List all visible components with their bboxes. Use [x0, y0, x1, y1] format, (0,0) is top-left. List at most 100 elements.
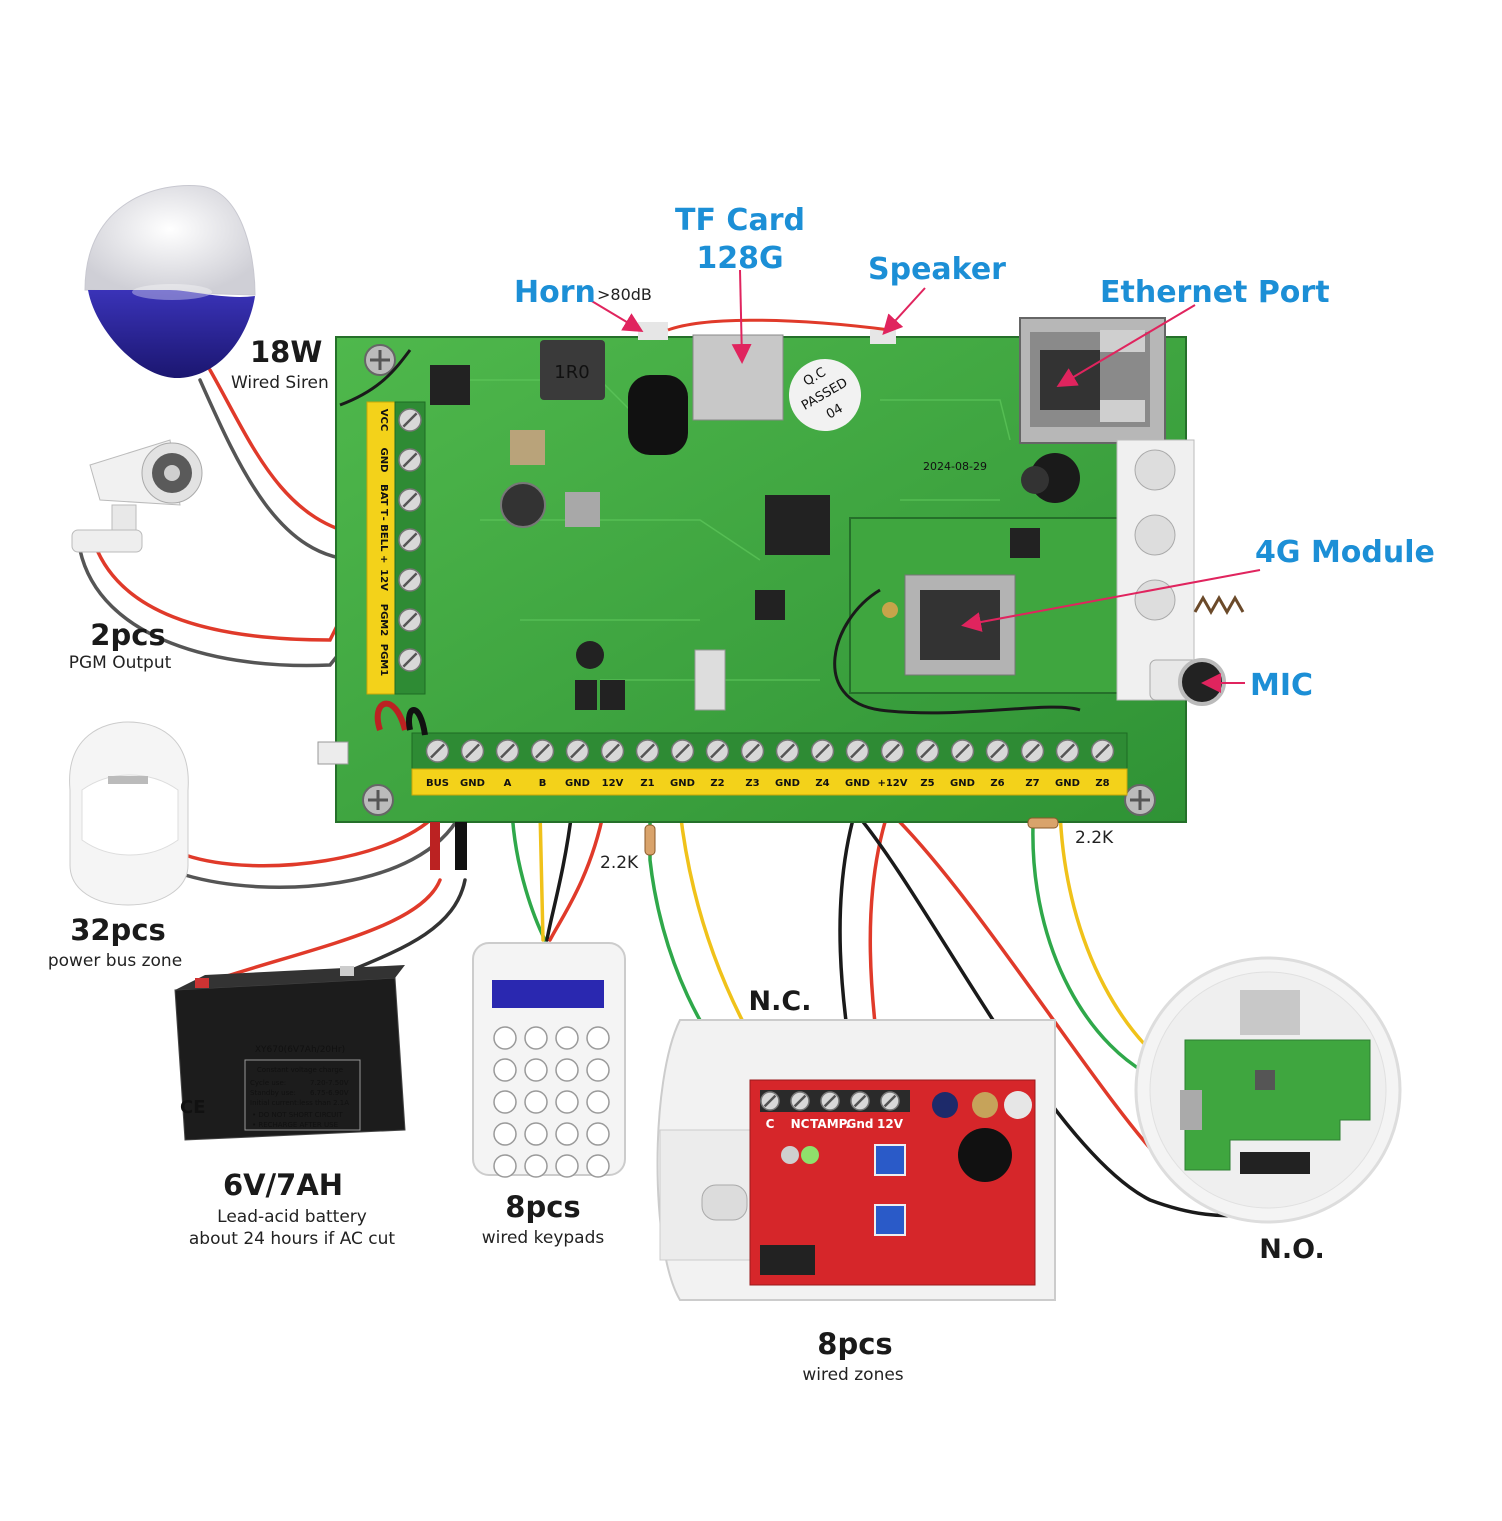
chip — [575, 680, 597, 710]
bus-desc: power bus zone — [48, 951, 182, 971]
wifi-chip — [430, 365, 470, 405]
terminal-screw-icon — [810, 739, 835, 763]
capacitor — [500, 482, 546, 528]
keypad-red-wire — [548, 808, 606, 942]
relay — [694, 649, 726, 711]
main-processor-chip — [765, 495, 830, 555]
detector-terminal-label: C — [766, 1117, 775, 1131]
terminal-screw-icon — [950, 739, 975, 763]
left-terminal-label: VCC — [378, 409, 389, 431]
terminal-screw-icon — [398, 608, 422, 632]
battery-red-wire — [198, 878, 442, 987]
left-terminal-label: PGM2 — [378, 604, 389, 636]
keypad-key-icon — [586, 1026, 610, 1050]
terminal-screw-icon — [530, 739, 555, 763]
pgm-desc: PGM Output — [69, 653, 172, 673]
keypad-key-icon — [493, 1058, 517, 1082]
terminal-screw-icon — [915, 739, 940, 763]
bottom-terminal-label: Z8 — [1095, 778, 1109, 789]
ce-mark: CE — [180, 1097, 206, 1118]
speaker-connector — [870, 330, 896, 344]
pgm-count: 2pcs — [90, 618, 165, 652]
jst-connector — [317, 741, 349, 765]
terminal-screw-icon — [600, 739, 625, 763]
chip — [565, 492, 600, 527]
qc-line: 04 — [824, 401, 846, 422]
chip — [755, 590, 785, 620]
bottom-terminal-label: Z2 — [710, 778, 724, 789]
terminal-screw-icon — [635, 739, 660, 763]
board-date: 2024-08-29 — [923, 460, 987, 473]
battery-model: XY670(6V7Ah/20Hr) — [255, 1045, 345, 1055]
power-inductor — [540, 340, 605, 400]
ethernet-label: Ethernet Port — [1100, 275, 1330, 310]
terminal-screw-icon — [398, 488, 422, 512]
terminal-screw-icon — [740, 739, 765, 763]
battery-desc-2: about 24 hours if AC cut — [189, 1229, 396, 1249]
round-detector-icon — [1134, 956, 1402, 1224]
siren-desc: Wired Siren — [231, 373, 329, 393]
mic-label: MIC — [1250, 668, 1313, 703]
battery-warn2: • RECHARGE AFTER USE — [252, 1121, 338, 1129]
battery-cycle-val: 7.20-7.50V — [310, 1079, 349, 1087]
tf-card-label: TF Card — [675, 203, 805, 238]
keypad-count: 8pcs — [505, 1190, 580, 1224]
spring-antenna-icon — [1193, 594, 1245, 616]
bottom-terminal-label: GND — [1055, 778, 1080, 789]
left-terminal-label: PGM1 — [378, 644, 389, 676]
terminal-screw-icon — [820, 1091, 840, 1111]
chip — [510, 430, 545, 465]
siren-gray-wire — [198, 378, 362, 562]
terminal-screw-icon — [850, 1091, 870, 1111]
detector-terminal-label: 12V — [877, 1117, 904, 1131]
keypad-key-icon — [524, 1090, 548, 1114]
ferrite-coil — [628, 375, 688, 455]
keypad-icon — [472, 942, 626, 1178]
tf-card-capacity: 128G — [696, 241, 783, 276]
zones-desc: wired zones — [802, 1365, 903, 1385]
terminal-screw-icon — [705, 739, 730, 763]
chip — [600, 680, 625, 710]
4g-module — [849, 517, 1121, 694]
terminal-screw-icon — [880, 1091, 900, 1111]
left-terminal-label: 12V — [378, 569, 389, 591]
bottom-terminal-label: Z1 — [640, 778, 654, 789]
control-panel-pcb: 1R0 Q.C PASSED 04 2024-08-29 — [317, 317, 1245, 870]
battery-initial: Initial current:less than 2.1A — [250, 1099, 349, 1107]
terminal-screw-icon — [398, 448, 422, 472]
terminal-screw-icon — [398, 648, 422, 672]
bottom-terminal-label: Z4 — [815, 778, 829, 789]
no-label: N.O. — [1259, 1234, 1324, 1265]
keypad-key-icon — [586, 1154, 610, 1178]
terminal-screw-icon — [985, 739, 1010, 763]
4g-module-label: 4G Module — [1255, 535, 1435, 570]
siren-power: 18W — [250, 335, 322, 369]
capacitor — [576, 641, 604, 669]
board-power-wire — [374, 700, 408, 731]
terminal-screw-icon — [1090, 739, 1115, 763]
terminal-screw-icon — [790, 1091, 810, 1111]
pgm-red-wire — [93, 543, 362, 642]
keypad-key-icon — [586, 1058, 610, 1082]
keypad-key-icon — [555, 1090, 579, 1114]
pgm-horn-icon — [71, 439, 203, 553]
qc-passed-stamp: Q.C PASSED 04 — [789, 359, 861, 431]
keypad-key-icon — [493, 1090, 517, 1114]
bottom-terminal-label: GND — [775, 778, 800, 789]
bottom-terminal-label: Z7 — [1025, 778, 1039, 789]
battery-charge: Constant voltage charge — [257, 1066, 343, 1074]
terminal-screw-icon — [398, 528, 422, 552]
terminal-screw-icon — [760, 1091, 780, 1111]
battery-cycle: Cycle use: — [250, 1079, 286, 1087]
bottom-terminal-label: GND — [845, 778, 870, 789]
antenna-cable — [339, 349, 412, 407]
bottom-terminal-label: GND — [460, 778, 485, 789]
terminal-screw-icon — [398, 568, 422, 592]
battery-desc-1: Lead-acid battery — [217, 1207, 367, 1227]
bottom-terminal-label: A — [504, 778, 512, 789]
battery-standby-val: 6.75-6.90V — [310, 1089, 349, 1097]
inductor-label: 1R0 — [554, 362, 589, 383]
